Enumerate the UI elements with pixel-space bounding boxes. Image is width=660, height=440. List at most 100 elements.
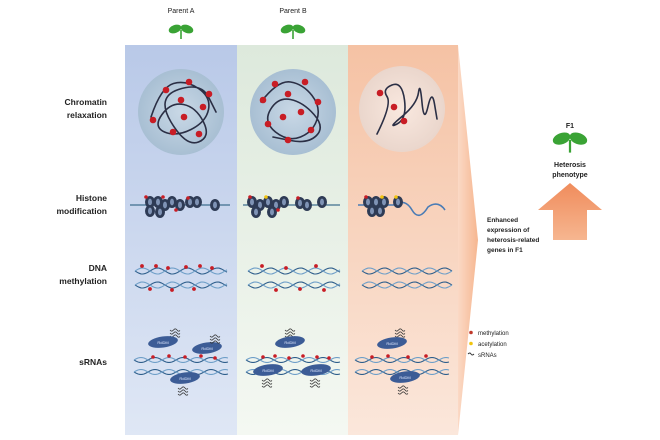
phenotype-text: phenotype bbox=[552, 172, 587, 179]
srna-squiggle bbox=[394, 331, 406, 335]
polymerase-body bbox=[377, 337, 407, 349]
methylation-dot bbox=[314, 98, 322, 106]
phenotype-text: Heterosis bbox=[554, 162, 586, 169]
nucleosome bbox=[371, 196, 381, 208]
methylation-dot bbox=[169, 128, 177, 136]
histone-center bbox=[156, 198, 160, 206]
histone-center bbox=[158, 208, 162, 216]
polymerase-body bbox=[390, 371, 420, 383]
acetylation-mark bbox=[264, 195, 268, 199]
polymerase-label: RdDM bbox=[179, 376, 190, 381]
methylation-dot bbox=[177, 96, 185, 104]
srna-squiggle bbox=[209, 340, 221, 344]
sprout-leaf bbox=[552, 132, 571, 145]
rdda-polymerase: RdDM bbox=[377, 337, 407, 349]
methylation-dot bbox=[386, 354, 390, 358]
methylation-mark bbox=[174, 208, 178, 212]
rdda-polymerase: RdDM bbox=[253, 364, 283, 376]
nucleosome bbox=[251, 206, 261, 218]
srna-squiggle bbox=[397, 385, 409, 389]
methylation-mark bbox=[276, 208, 280, 212]
polymerase-body bbox=[148, 336, 178, 348]
methylation-dot bbox=[287, 356, 291, 360]
methylation-mark bbox=[186, 196, 190, 200]
methylation-dot bbox=[167, 354, 171, 358]
rdda-polymerase: RdDM bbox=[192, 342, 222, 354]
methylation-dot bbox=[400, 117, 408, 125]
rdda-polymerase: RdDM bbox=[301, 364, 331, 376]
dna-strand bbox=[134, 267, 228, 275]
parent-label: Parent B bbox=[279, 8, 307, 15]
methylation-dot bbox=[184, 265, 188, 269]
row-label-histone: Histone bbox=[76, 193, 107, 203]
srna-squiggle bbox=[261, 384, 273, 388]
histone-mark bbox=[380, 195, 384, 199]
methylation-dot bbox=[327, 356, 331, 360]
methylation-dot bbox=[151, 355, 155, 359]
srna-squiggle bbox=[261, 381, 273, 385]
polymerase-body bbox=[301, 364, 331, 376]
srna-squiggle bbox=[397, 388, 409, 392]
histone-center bbox=[396, 198, 400, 206]
up-arrow bbox=[538, 183, 602, 240]
srna-squiggle bbox=[177, 392, 189, 396]
polymerase-label: RdDM bbox=[284, 340, 295, 345]
methylation-dot bbox=[195, 130, 203, 138]
dna-strand bbox=[247, 267, 341, 275]
methylation-dot bbox=[284, 136, 292, 144]
methylation-dot bbox=[271, 80, 279, 88]
methylation-dot bbox=[183, 355, 187, 359]
methylation-dot bbox=[274, 288, 278, 292]
methylation-dot bbox=[284, 266, 288, 270]
srna-squiggle bbox=[209, 334, 221, 338]
nucleosome bbox=[145, 205, 155, 217]
methylation-dot bbox=[301, 354, 305, 358]
methylation-mark bbox=[296, 196, 300, 200]
srna-dna-strand bbox=[354, 369, 450, 375]
dna-strand bbox=[247, 281, 341, 289]
f1-sprout-icon bbox=[552, 132, 588, 153]
histone-center bbox=[298, 199, 302, 207]
rdda-polymerase: RdDM bbox=[170, 372, 200, 384]
rdda-polymerase: RdDM bbox=[390, 371, 420, 383]
histone-center bbox=[254, 208, 258, 216]
histone-center bbox=[178, 201, 182, 209]
row-label-dna: DNA bbox=[89, 263, 107, 273]
polymerase-label: RdDM bbox=[310, 368, 321, 373]
methylation-dot bbox=[166, 266, 170, 270]
srna-dna-strand bbox=[245, 357, 341, 363]
methylation-dot bbox=[284, 90, 292, 98]
polymerase-body bbox=[170, 372, 200, 384]
methylation-dot bbox=[298, 287, 302, 291]
methylation-dot bbox=[322, 288, 326, 292]
nucleosome bbox=[263, 196, 273, 208]
parent-label: Parent A bbox=[168, 8, 195, 15]
methylation-dot bbox=[264, 120, 272, 128]
nucleosome bbox=[317, 196, 327, 208]
histone-center bbox=[266, 198, 270, 206]
nucleosome bbox=[279, 196, 289, 208]
methylation-mark bbox=[248, 195, 252, 199]
srna-dna-strand bbox=[354, 357, 450, 363]
polymerase-body bbox=[192, 342, 222, 354]
sprout-leaf bbox=[168, 24, 182, 34]
nucleosome bbox=[247, 196, 257, 208]
dna-strand bbox=[134, 281, 228, 289]
methylation-dot bbox=[149, 116, 157, 124]
methylation-dot bbox=[406, 355, 410, 359]
methylation-dot bbox=[307, 126, 315, 134]
methylation-dot bbox=[205, 90, 213, 98]
result-text: expression of bbox=[487, 227, 530, 234]
dna-strand bbox=[361, 267, 453, 275]
result-text: genes in F1 bbox=[487, 247, 523, 254]
methylation-dot bbox=[192, 287, 196, 291]
srna-squiggle bbox=[284, 331, 296, 335]
histone-center bbox=[374, 198, 378, 206]
histone-center bbox=[258, 201, 262, 209]
histone-center bbox=[163, 201, 167, 209]
nucleosome bbox=[375, 205, 385, 217]
nucleosome bbox=[379, 196, 389, 208]
sprout-leaf bbox=[569, 132, 588, 145]
histone-center bbox=[305, 201, 309, 209]
